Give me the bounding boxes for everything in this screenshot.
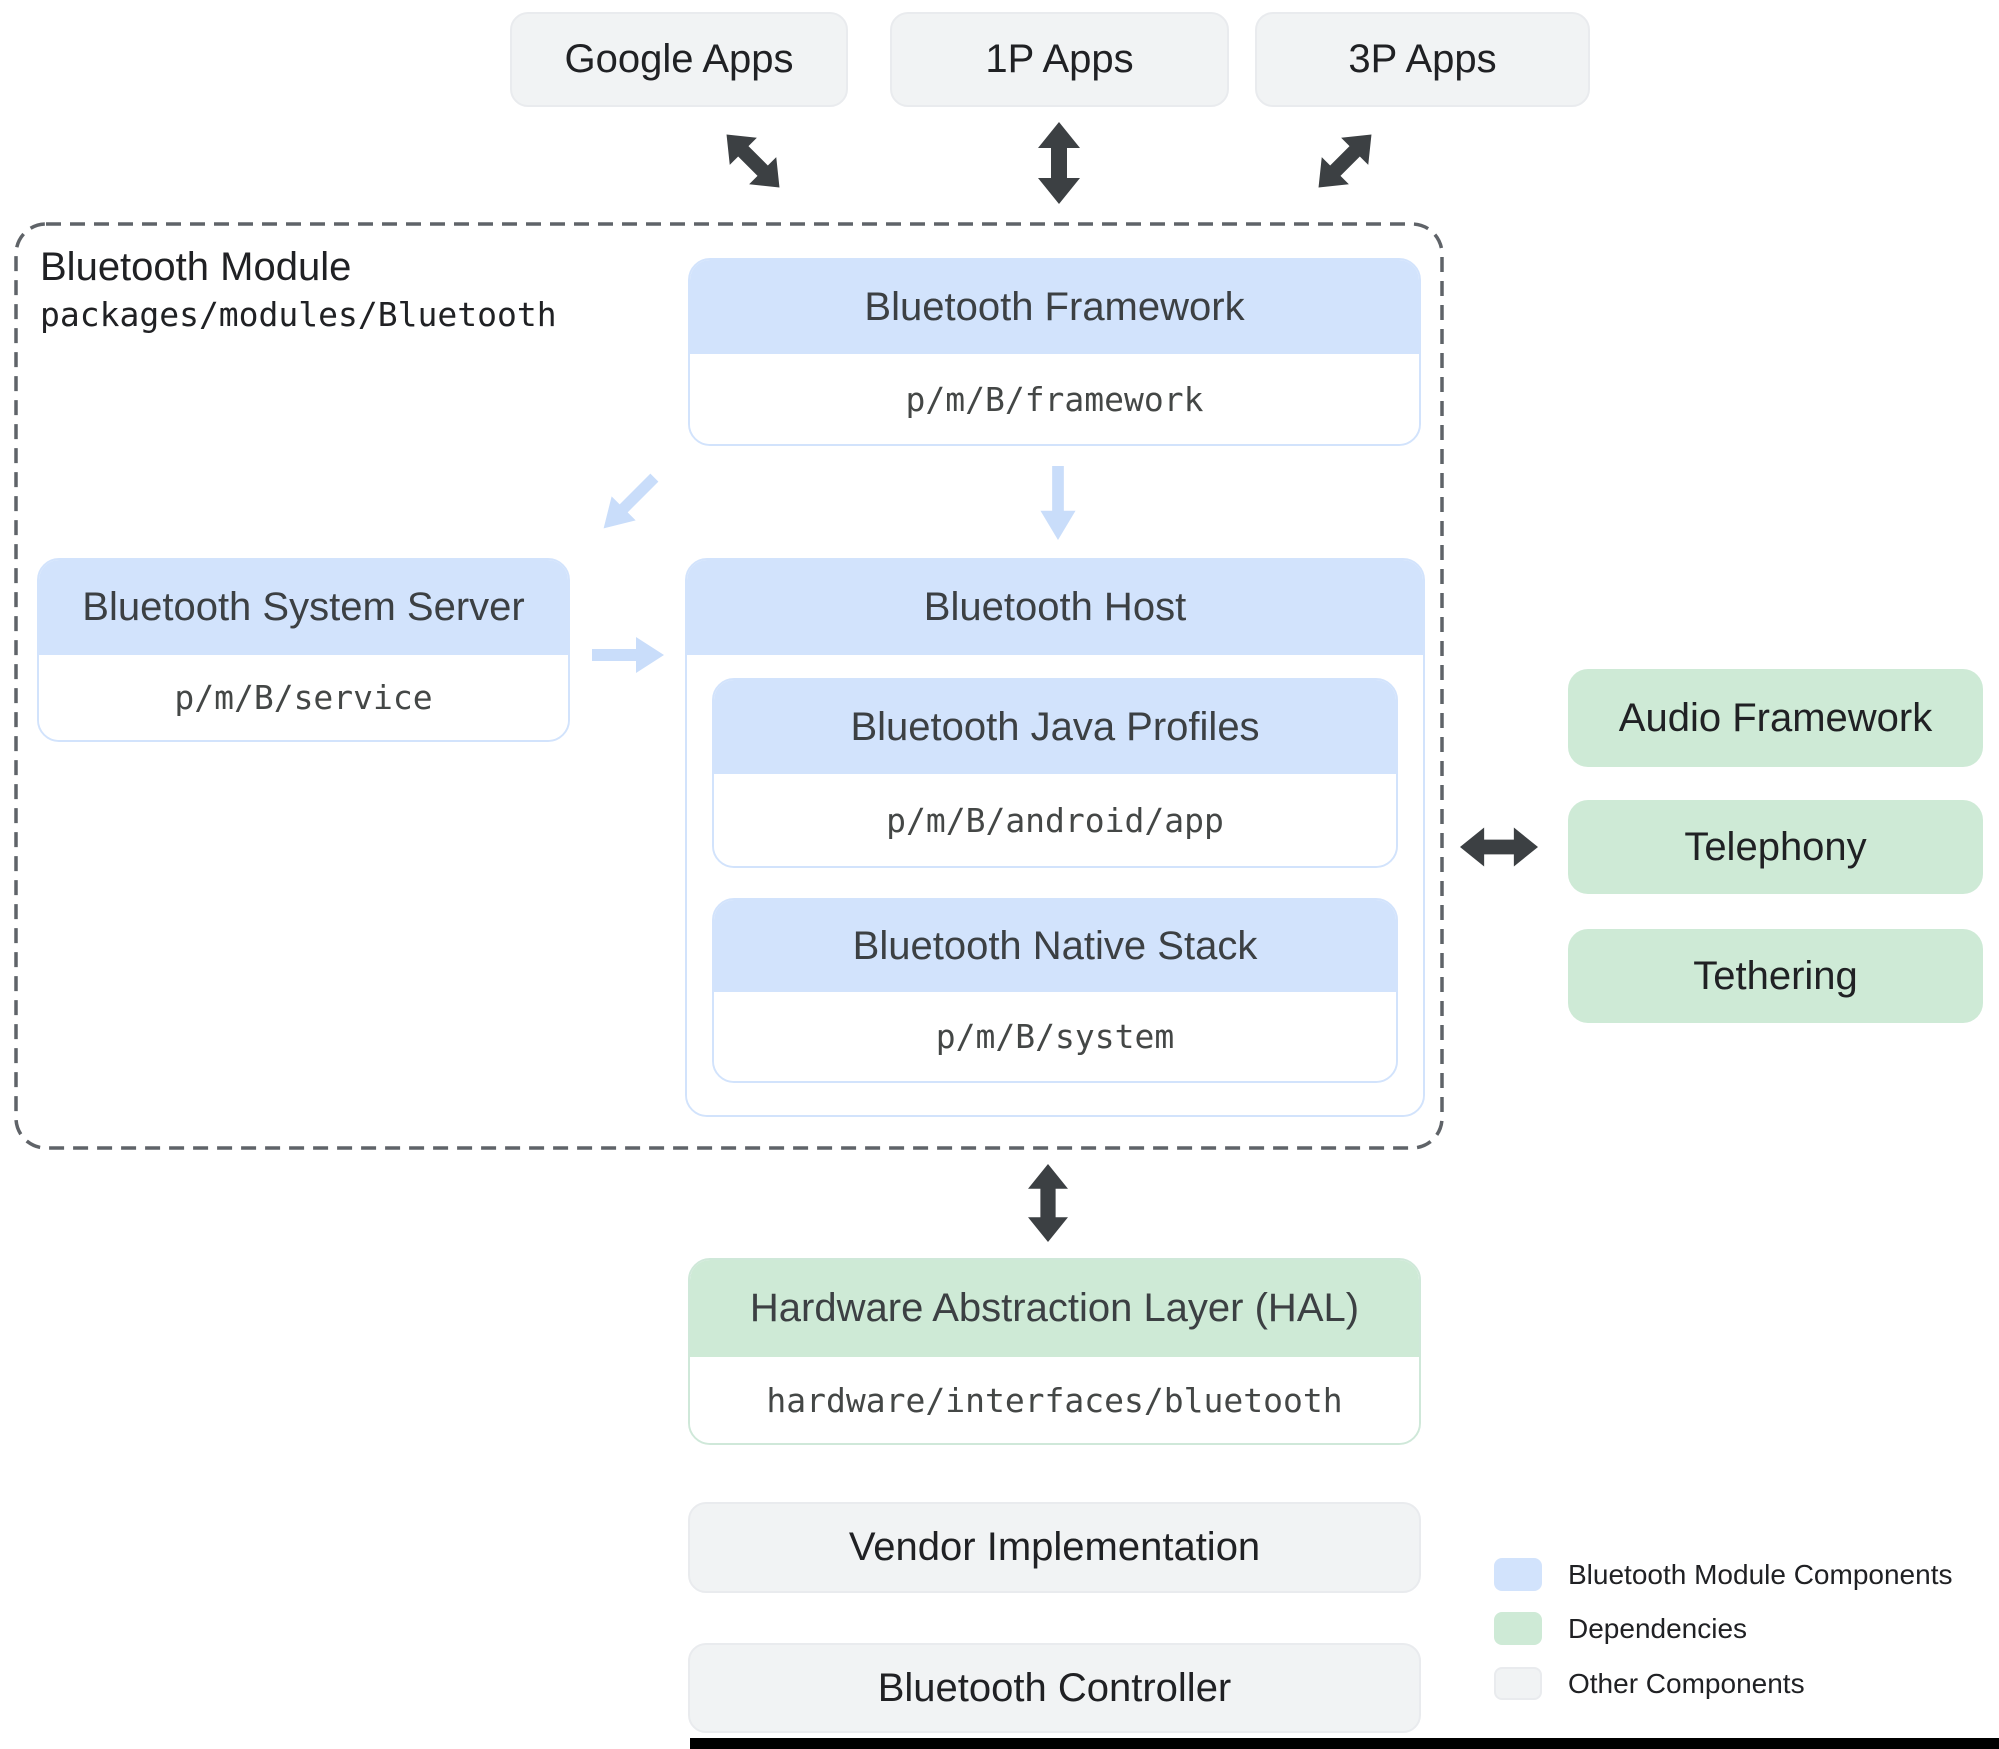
bluetooth-host-title: Bluetooth Host <box>687 560 1423 655</box>
framework-to-system-server-arrow-icon <box>597 471 661 535</box>
first-party-apps-label: 1P Apps <box>985 37 1134 81</box>
bluetooth-module-heading: Bluetooth Module packages/modules/Blueto… <box>40 242 557 338</box>
bluetooth-controller-label: Bluetooth Controller <box>877 1665 1232 1710</box>
third-party-apps-box: 3P Apps <box>1255 12 1590 107</box>
telephony-label: Telephony <box>1684 824 1867 869</box>
bluetooth-module-path: packages/modules/Bluetooth <box>40 295 557 334</box>
bluetooth-module-dashed-container <box>14 222 1444 1150</box>
google-apps-label: Google Apps <box>564 37 794 81</box>
diagonal-double-arrow-icon <box>1318 134 1372 188</box>
legend-swatch-blue <box>1494 1558 1542 1591</box>
bluetooth-module-title: Bluetooth Module <box>40 245 352 289</box>
vendor-implementation-box: Vendor Implementation <box>688 1502 1421 1593</box>
bluetooth-system-server-path: p/m/B/service <box>39 655 568 740</box>
tethering-box: Tethering <box>1568 929 1983 1023</box>
bluetooth-native-stack-path: p/m/B/system <box>714 992 1396 1081</box>
bottom-edge-bar <box>690 1738 1999 1749</box>
audio-framework-label: Audio Framework <box>1618 695 1933 740</box>
google-apps-box: Google Apps <box>510 12 848 107</box>
first-party-apps-box: 1P Apps <box>890 12 1229 107</box>
diagonal-double-arrow-icon <box>726 134 780 188</box>
horizontal-double-arrow-icon <box>1460 827 1538 867</box>
audio-framework-box: Audio Framework <box>1568 669 1983 767</box>
bluetooth-framework-path: p/m/B/framework <box>690 354 1419 444</box>
bluetooth-native-stack-box: Bluetooth Native Stack p/m/B/system <box>712 898 1398 1083</box>
bluetooth-framework-title: Bluetooth Framework <box>690 260 1419 354</box>
diagonal-arrow-icon <box>603 473 659 529</box>
bluetooth-java-profiles-box: Bluetooth Java Profiles p/m/B/android/ap… <box>712 678 1398 868</box>
module-hal-bidirectional-arrow-icon <box>1025 1164 1071 1242</box>
third-party-apps-module-bidirectional-arrow-icon <box>1308 124 1382 198</box>
bluetooth-system-server-title: Bluetooth System Server <box>39 560 568 655</box>
third-party-apps-label: 3P Apps <box>1348 37 1497 81</box>
legend-item-other-components: Other Components <box>1494 1667 1805 1700</box>
legend-swatch-gray <box>1494 1667 1542 1700</box>
legend-swatch-green <box>1494 1612 1542 1645</box>
legend-label-module-components: Bluetooth Module Components <box>1568 1559 1953 1590</box>
vertical-double-arrow-icon <box>1038 122 1080 204</box>
module-dependencies-bidirectional-arrow-icon <box>1460 823 1538 871</box>
telephony-box: Telephony <box>1568 800 1983 894</box>
vendor-implementation-label: Vendor Implementation <box>848 1525 1261 1569</box>
tethering-label: Tethering <box>1693 953 1858 998</box>
bluetooth-native-stack-title: Bluetooth Native Stack <box>714 900 1396 992</box>
legend-item-dependencies: Dependencies <box>1494 1612 1747 1645</box>
right-arrow-icon <box>592 637 664 673</box>
vertical-double-arrow-icon <box>1028 1164 1068 1242</box>
bluetooth-java-profiles-title: Bluetooth Java Profiles <box>714 680 1396 774</box>
legend-label-dependencies: Dependencies <box>1568 1613 1748 1644</box>
down-arrow-icon <box>1040 466 1076 540</box>
framework-to-host-arrow-icon <box>1039 466 1077 540</box>
bluetooth-java-profiles-path: p/m/B/android/app <box>714 774 1396 866</box>
google-apps-module-bidirectional-arrow-icon <box>716 124 790 198</box>
legend-label-other-components: Other Components <box>1568 1668 1805 1699</box>
system-server-to-host-arrow-icon <box>592 637 664 673</box>
bluetooth-controller-box: Bluetooth Controller <box>688 1643 1421 1733</box>
hal-box: Hardware Abstraction Layer (HAL) hardwar… <box>688 1258 1421 1445</box>
first-party-apps-module-bidirectional-arrow-icon <box>1036 122 1082 204</box>
hal-path: hardware/interfaces/bluetooth <box>690 1357 1419 1443</box>
hal-title: Hardware Abstraction Layer (HAL) <box>690 1260 1419 1357</box>
bluetooth-framework-box: Bluetooth Framework p/m/B/framework <box>688 258 1421 446</box>
legend-item-module-components: Bluetooth Module Components <box>1494 1558 1952 1591</box>
bluetooth-system-server-box: Bluetooth System Server p/m/B/service <box>37 558 570 742</box>
